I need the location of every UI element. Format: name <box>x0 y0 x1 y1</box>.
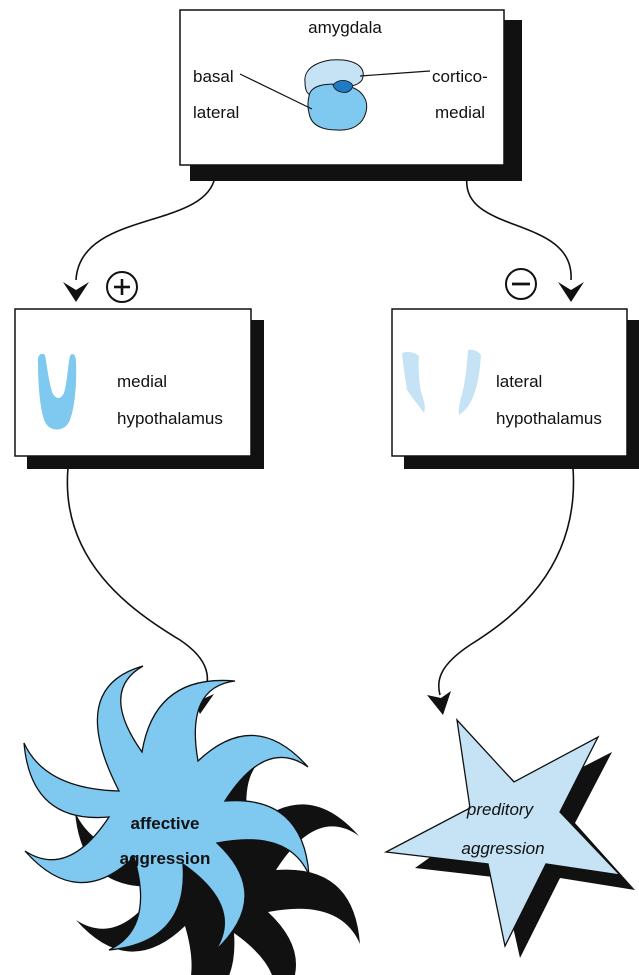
affective-aggression-line2: aggression <box>120 849 211 868</box>
lateral-label: lateral <box>193 103 239 122</box>
medial-hypothalamus-box <box>14 308 264 469</box>
medial-hypothalamus-line1: medial <box>117 372 167 391</box>
connector-lateral-to-predatory <box>437 467 575 696</box>
predatory-aggression-line1: preditory <box>466 800 535 819</box>
affective-aggression-line1: affective <box>131 814 200 833</box>
affective-star <box>23 665 310 952</box>
medial-label: medial <box>435 103 485 122</box>
affective-aggression-shape <box>23 665 360 975</box>
medial-hypothalamus-line2: hypothalamus <box>117 409 223 428</box>
basal-label: basal <box>193 67 234 86</box>
arrowhead-icon <box>558 282 584 302</box>
amygdala-illustration <box>239 59 431 131</box>
cortico-leader-line <box>359 70 431 77</box>
connector-amygdala-to-lateral <box>466 176 572 281</box>
basal-leader-line <box>239 73 313 110</box>
cortico-label: cortico- <box>432 67 488 86</box>
lateral-hypothalamus-box <box>391 308 639 469</box>
lateral-hypothalamus-line2: hypothalamus <box>496 409 602 428</box>
lateral-hypothalamus-left-icon <box>402 352 425 413</box>
lateral-hypothalamus-line1: lateral <box>496 372 542 391</box>
predatory-aggression-shape <box>383 718 635 958</box>
arrowhead-icon <box>427 691 451 715</box>
medial-hypothalamus-icon <box>37 353 77 430</box>
minus-circle-icon <box>505 268 537 300</box>
arrowhead-icon <box>63 282 89 302</box>
connector-amygdala-to-medial <box>75 176 216 281</box>
connector-medial-to-affective <box>66 467 209 698</box>
amygdala-title: amygdala <box>308 18 382 37</box>
lateral-hypothalamus-right-icon <box>458 349 481 415</box>
basolateral-nucleus <box>307 83 368 131</box>
predatory-star <box>383 718 622 948</box>
central-nucleus <box>332 79 353 93</box>
plus-circle-icon <box>106 271 138 303</box>
predatory-aggression-line2: aggression <box>461 839 544 858</box>
